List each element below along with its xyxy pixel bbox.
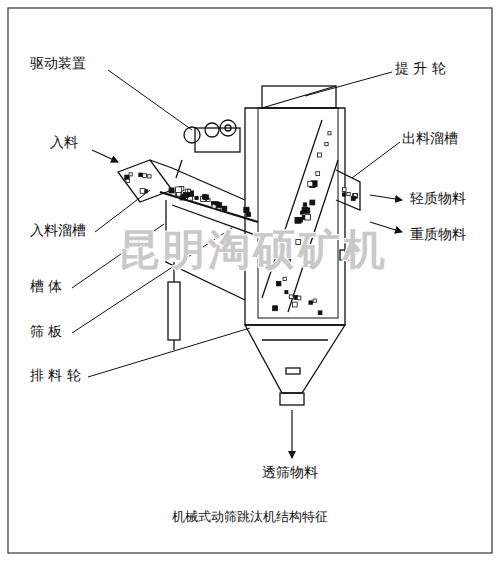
particle xyxy=(204,195,209,200)
particle xyxy=(325,142,328,145)
particle xyxy=(246,212,250,216)
part-label: 排 料 轮 xyxy=(30,367,81,384)
part-label: 重质物料 xyxy=(410,226,466,243)
particle xyxy=(273,306,278,311)
part-label: 出料溜槽 xyxy=(402,130,458,147)
particle xyxy=(215,202,218,205)
particle xyxy=(316,172,320,176)
particle xyxy=(273,306,277,310)
part-label: 提 升 轮 xyxy=(395,60,446,77)
particle xyxy=(342,188,346,192)
screen-plate xyxy=(160,192,258,222)
particle xyxy=(183,192,188,197)
caption: 机械式动筛跳汰机结构特征 xyxy=(0,508,500,526)
particle xyxy=(292,302,297,307)
cone-bottom xyxy=(245,325,345,393)
part-label: 入料溜槽 xyxy=(30,222,86,239)
part-label: 筛 板 xyxy=(30,323,62,340)
particle xyxy=(305,214,311,220)
particle xyxy=(302,207,308,213)
particle xyxy=(303,203,306,206)
particle xyxy=(285,291,288,294)
particle xyxy=(244,207,249,212)
particle xyxy=(309,301,312,304)
particle xyxy=(188,189,191,192)
particle xyxy=(295,217,301,223)
particle xyxy=(289,295,293,299)
particle xyxy=(126,179,129,182)
particle xyxy=(143,174,147,178)
particle xyxy=(317,153,321,157)
particle xyxy=(215,202,219,206)
drive-unit xyxy=(195,128,240,152)
particle xyxy=(169,188,174,193)
particle xyxy=(310,200,315,205)
discharge-chute xyxy=(336,170,360,210)
feed-chute xyxy=(118,160,172,202)
lift-wheel-housing xyxy=(262,86,336,108)
particle xyxy=(308,181,313,186)
particle xyxy=(140,189,145,194)
part-label: 槽 体 xyxy=(30,278,62,295)
particle xyxy=(318,311,322,315)
particle xyxy=(347,192,350,195)
particle xyxy=(277,281,281,285)
particle xyxy=(129,173,132,176)
particle xyxy=(313,299,316,302)
part-label: 透筛物料 xyxy=(262,464,318,481)
particle xyxy=(283,277,286,280)
part-label: 驱动装置 xyxy=(30,55,86,72)
particle xyxy=(297,296,301,300)
lift-chute xyxy=(262,120,338,312)
part-label: 入料 xyxy=(50,134,78,151)
particle xyxy=(351,196,355,200)
part-label: 轻质物料 xyxy=(410,190,466,207)
tank-body xyxy=(245,108,345,325)
particle xyxy=(195,196,198,199)
particle xyxy=(148,175,151,178)
particle xyxy=(222,206,227,211)
particle xyxy=(176,187,182,193)
frame xyxy=(8,8,492,553)
particle xyxy=(342,193,345,196)
cylinder xyxy=(168,282,180,340)
particle xyxy=(139,173,143,177)
particle xyxy=(328,132,331,135)
watermark: 昆明淘硕矿机 xyxy=(118,222,388,278)
